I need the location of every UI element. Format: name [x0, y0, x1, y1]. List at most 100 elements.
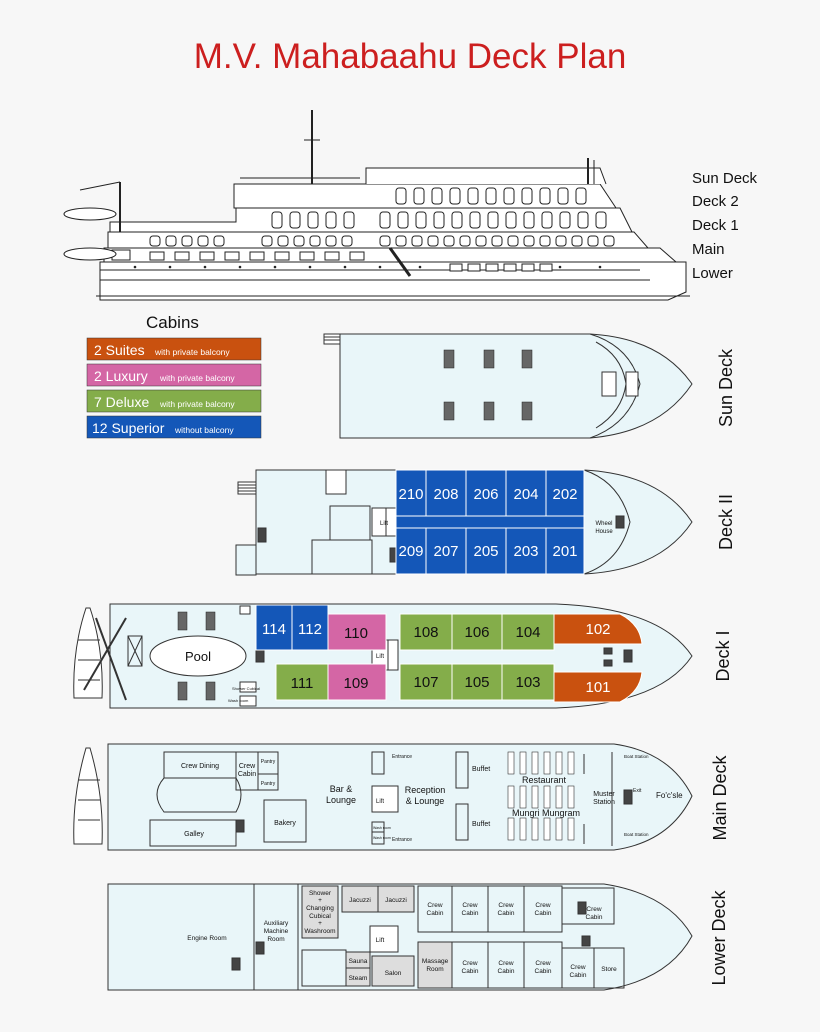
cabin-109[interactable]: [327, 663, 387, 701]
crew-cabin-label-8a: Crew: [586, 906, 601, 913]
crew-cabin-label-6b: Cabin: [498, 968, 515, 975]
crew-cabin-label-5a: Crew: [462, 960, 477, 967]
crew-dining-label: Crew Dining: [181, 763, 219, 770]
deck-1-label: Deck I: [713, 630, 733, 681]
cabin-114-label: 114: [262, 621, 286, 638]
shower-cubical-label: Shower Cubical: [232, 686, 260, 691]
cabin-112-label: 112: [298, 621, 322, 638]
crew-cabin-label-3b: Cabin: [498, 910, 515, 917]
side-label-deck-2: Deck 2: [692, 193, 739, 210]
cabin-101[interactable]: [553, 671, 643, 703]
crew-cabin-label-5b: Cabin: [462, 968, 479, 975]
jacuzzi-label-1: Jacuzzi: [349, 897, 371, 904]
cabin-102-label: 102: [585, 621, 610, 638]
cabin-103[interactable]: [501, 663, 555, 701]
side-label-main: Main: [692, 241, 725, 258]
pantry-label-2: Pantry: [261, 781, 276, 787]
crew-cabin-label-4b: Cabin: [535, 910, 552, 917]
steam-label: Steam: [349, 975, 368, 982]
shower-label-6: Washroom: [304, 928, 335, 935]
boat-station-label-1: Boat Station: [624, 754, 649, 759]
crew-cabin-label-8b: Cabin: [586, 914, 603, 921]
cabin-102[interactable]: [553, 613, 643, 645]
bakery-label: Bakery: [274, 820, 296, 827]
legend-label-luxury: 2 Luxury: [94, 368, 148, 384]
cabin-207[interactable]: [425, 527, 467, 575]
side-label-lower: Lower: [692, 265, 733, 282]
shower-label-5: +: [318, 920, 322, 927]
crew-cabin-label-6a: Crew: [498, 960, 513, 967]
legend-swatch-superior: [86, 415, 262, 439]
cabin-206-label: 206: [473, 486, 498, 503]
cabin-204-label: 204: [513, 486, 538, 503]
lower-deck-plan: [107, 883, 693, 991]
wheel-house-label-2: House: [595, 529, 613, 535]
legend-label-superior: 12 Superior: [92, 420, 165, 436]
cabin-112[interactable]: [291, 604, 329, 651]
main-crew-cabin-label-1: Crew: [239, 763, 256, 770]
deck-2-label: Deck II: [716, 494, 736, 550]
legend-label-suites: 2 Suites: [94, 342, 145, 358]
cabin-legend: Cabins 2 Suites with private balcony 2 L…: [86, 313, 262, 439]
aux-machine-label-3: Room: [267, 936, 284, 943]
massage-room-label-2: Room: [426, 966, 443, 973]
crew-cabin-label-7b: Cabin: [535, 968, 552, 975]
restaurant-label: Restaurant: [522, 775, 567, 785]
cabin-207-label: 207: [433, 543, 458, 560]
cabin-114[interactable]: [255, 604, 293, 651]
engine-room-label: Engine Room: [187, 935, 226, 942]
cabin-105[interactable]: [451, 663, 503, 701]
cabin-109-label: 109: [343, 675, 368, 692]
reception-label-1: Reception: [405, 785, 446, 795]
deck-1-lift-label: Lift: [376, 654, 384, 660]
deck-2-cabins: [395, 469, 585, 575]
crew-cabin-label-2a: Crew: [462, 902, 477, 909]
crew-cabin-label-4a: Crew: [535, 902, 550, 909]
cabin-208[interactable]: [425, 469, 467, 517]
legend-note-deluxe: with private balcony: [159, 399, 235, 409]
cabin-210-label: 210: [398, 486, 423, 503]
washroom-label: Wash room: [228, 698, 249, 703]
salon-label: Salon: [385, 970, 402, 977]
legend-swatch-luxury: [86, 363, 262, 387]
legend-note-superior: without balcony: [174, 425, 234, 435]
side-profile-labels: Sun Deck Deck 2 Deck 1 Main Lower: [692, 170, 758, 282]
cabin-203-label: 203: [513, 543, 538, 560]
cabin-208-label: 208: [433, 486, 458, 503]
entrance-label-1: Entrance: [392, 754, 412, 760]
store-label: Store: [601, 966, 617, 973]
legend-note-suites: with private balcony: [154, 347, 230, 357]
washroom-label-2: Wash room: [373, 836, 391, 840]
main-deck-label: Main Deck: [710, 754, 730, 840]
cabin-203[interactable]: [505, 527, 547, 575]
cabin-202[interactable]: [545, 469, 585, 517]
buffet-label-2: Buffet: [472, 821, 490, 828]
legend-heading: Cabins: [146, 313, 199, 332]
ship-side-profile: [63, 110, 690, 301]
wheel-house-label-1: Wheel: [595, 521, 612, 527]
cabin-205[interactable]: [465, 527, 507, 575]
bar-lounge-label-1: Bar &: [330, 784, 353, 794]
sun-deck-label: Sun Deck: [716, 348, 736, 427]
crew-cabin-label-9a: Crew: [570, 964, 585, 971]
cabin-106-label: 106: [464, 624, 489, 641]
cabin-106[interactable]: [451, 613, 503, 651]
page-title: M.V. Mahabaahu Deck Plan: [194, 37, 627, 76]
cabin-201[interactable]: [545, 527, 585, 575]
focsle-label: Fo'c'sle: [656, 791, 683, 800]
cabin-110[interactable]: [327, 613, 387, 651]
washroom-label-1: Wash room: [373, 826, 391, 830]
buffet-label-1: Buffet: [472, 766, 490, 773]
crew-cabin-label-2b: Cabin: [462, 910, 479, 917]
aux-machine-label-2: Machine: [264, 928, 289, 935]
cabin-105-label: 105: [464, 674, 489, 691]
muster-station-label-1: Muster: [593, 791, 615, 798]
cabin-111-label: 111: [291, 675, 314, 692]
deck-1-cabins: [255, 604, 643, 703]
side-label-sun-deck: Sun Deck: [692, 170, 758, 187]
sun-deck-plan: [323, 333, 693, 439]
legend-note-luxury: with private balcony: [159, 373, 235, 383]
boat-station-label-2: Boat Station: [624, 832, 649, 837]
legend-swatch-suites: [86, 337, 262, 361]
